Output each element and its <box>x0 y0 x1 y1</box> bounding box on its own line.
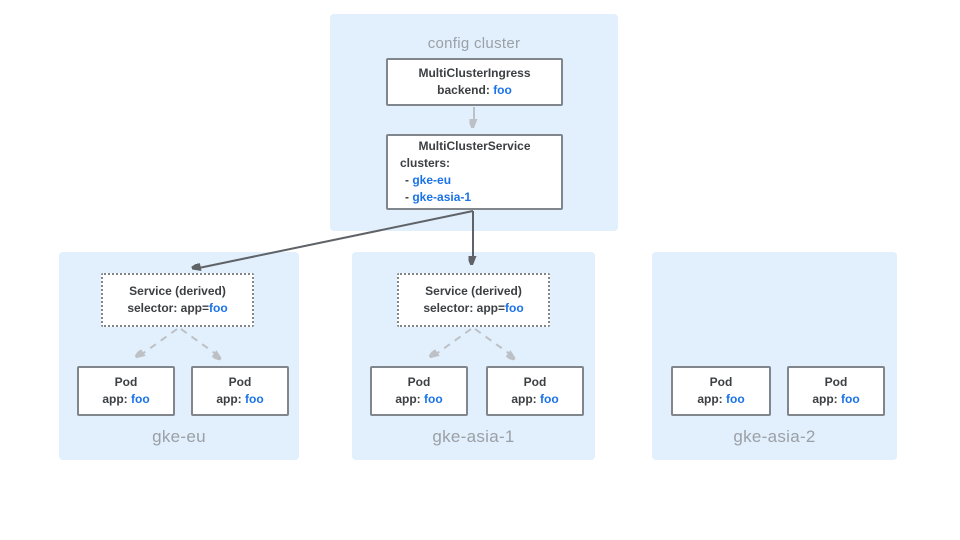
app-value: foo <box>726 392 745 406</box>
cluster-gke-asia-2: gke-asia-2 <box>652 252 897 460</box>
pod-app: app: foo <box>372 391 466 408</box>
pod-title: Pod <box>407 375 431 389</box>
app-value: foo <box>131 392 150 406</box>
cluster-list-item: - gke-asia-1 <box>388 189 561 206</box>
pod-title: Pod <box>824 375 848 389</box>
pod-app: app: foo <box>789 391 883 408</box>
pod-title: Pod <box>709 375 733 389</box>
service-derived-title: Service (derived) <box>425 284 522 298</box>
pod-app: app: foo <box>673 391 769 408</box>
selector-label: selector: app= <box>423 301 506 315</box>
cluster-ref-gke-eu: gke-eu <box>412 173 452 187</box>
app-label: app: <box>395 392 421 406</box>
multi-cluster-ingress-backend: backend: foo <box>388 82 561 99</box>
multi-cluster-service-title: MultiClusterService <box>418 139 531 153</box>
multi-cluster-ingress-box: MultiClusterIngress backend: foo <box>386 58 563 106</box>
pod-title: Pod <box>228 375 252 389</box>
pod-box: Pod app: foo <box>671 366 771 416</box>
item-prefix: - <box>405 190 409 204</box>
service-derived-box-gke-asia-1: Service (derived) selector: app=foo <box>397 273 550 327</box>
app-label: app: <box>511 392 537 406</box>
service-derived-title: Service (derived) <box>129 284 226 298</box>
app-label: app: <box>812 392 838 406</box>
app-value: foo <box>424 392 443 406</box>
pod-title: Pod <box>114 375 138 389</box>
clusters-label: clusters: <box>400 156 451 170</box>
cluster-gke-eu-label: gke-eu <box>152 427 206 446</box>
cluster-gke-asia-2-label: gke-asia-2 <box>733 427 816 446</box>
selector-value: foo <box>209 301 228 315</box>
pod-title: Pod <box>523 375 547 389</box>
multi-cluster-service-box: MultiClusterService clusters: - gke-eu -… <box>386 134 563 210</box>
pod-app: app: foo <box>79 391 173 408</box>
cluster-gke-asia-1-label: gke-asia-1 <box>432 427 515 446</box>
cluster-list-item: - gke-eu <box>388 172 561 189</box>
pod-box: Pod app: foo <box>77 366 175 416</box>
pod-box: Pod app: foo <box>787 366 885 416</box>
app-value: foo <box>540 392 559 406</box>
pod-box: Pod app: foo <box>486 366 584 416</box>
app-label: app: <box>697 392 723 406</box>
selector-label: selector: app= <box>127 301 210 315</box>
app-value: foo <box>245 392 264 406</box>
config-cluster-title: config cluster <box>427 35 521 52</box>
app-label: app: <box>216 392 242 406</box>
item-prefix: - <box>405 173 409 187</box>
service-selector: selector: app=foo <box>103 300 252 317</box>
cluster-ref-gke-asia-1: gke-asia-1 <box>412 190 472 204</box>
app-label: app: <box>102 392 128 406</box>
multi-cluster-ingress-title: MultiClusterIngress <box>418 66 531 80</box>
service-derived-box-gke-eu: Service (derived) selector: app=foo <box>101 273 254 327</box>
service-selector: selector: app=foo <box>399 300 548 317</box>
backend-label: backend: <box>437 83 490 97</box>
cluster-gke-asia-1: gke-asia-1 <box>352 252 595 460</box>
pod-app: app: foo <box>193 391 287 408</box>
pod-box: Pod app: foo <box>370 366 468 416</box>
app-value: foo <box>841 392 860 406</box>
selector-value: foo <box>505 301 524 315</box>
pod-box: Pod app: foo <box>191 366 289 416</box>
pod-app: app: foo <box>488 391 582 408</box>
backend-value: foo <box>493 83 512 97</box>
